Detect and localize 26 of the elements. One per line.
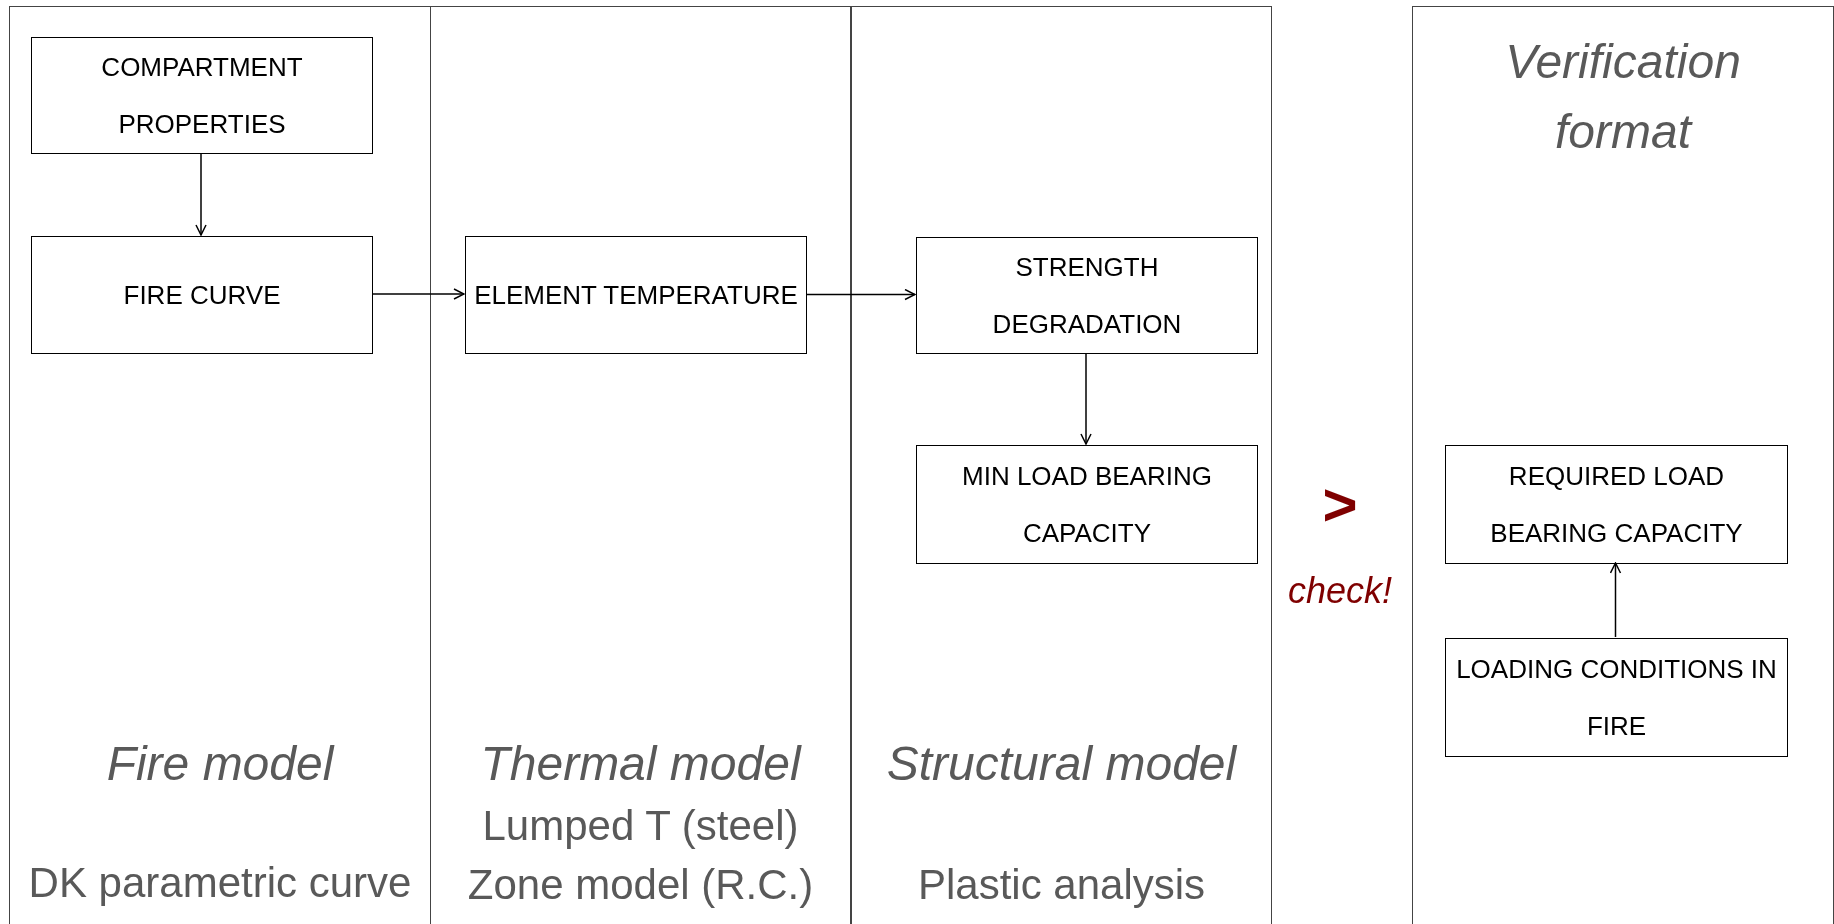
panel-subtitle: DK parametric curve [27,859,413,907]
panel-title: Fire model [105,736,336,792]
arrow [805,288,916,301]
arrow [371,288,465,300]
compare-sign: > [1322,470,1358,539]
panel-subtitle: Plastic analysis [916,861,1207,909]
model-panel [1412,6,1834,924]
panel-title: Verification format [1504,34,1742,160]
panel-title: Structural model [885,736,1239,792]
panel-subtitle: Zone model (R.C.) [466,861,815,909]
model-panel [9,6,431,924]
process-box: ELEMENT TEMPERATURE [465,236,807,354]
process-box: COMPARTMENT PROPERTIES [31,37,373,154]
process-box: REQUIRED LOAD BEARING CAPACITY [1445,445,1788,564]
panel-title: Thermal model [479,736,803,792]
model-panel [851,6,1272,924]
process-box: FIRE CURVE [31,236,373,354]
panel-subtitle: Lumped T (steel) [481,802,800,850]
check-note: check! [1288,570,1392,612]
process-box: LOADING CONDITIONS IN FIRE [1445,638,1788,757]
model-panel [430,6,851,924]
arrow [1080,352,1092,445]
process-box: MIN LOAD BEARING CAPACITY [916,445,1258,564]
arrow [195,152,207,236]
arrow [1609,562,1622,638]
process-box: STRENGTH DEGRADATION [916,237,1258,354]
